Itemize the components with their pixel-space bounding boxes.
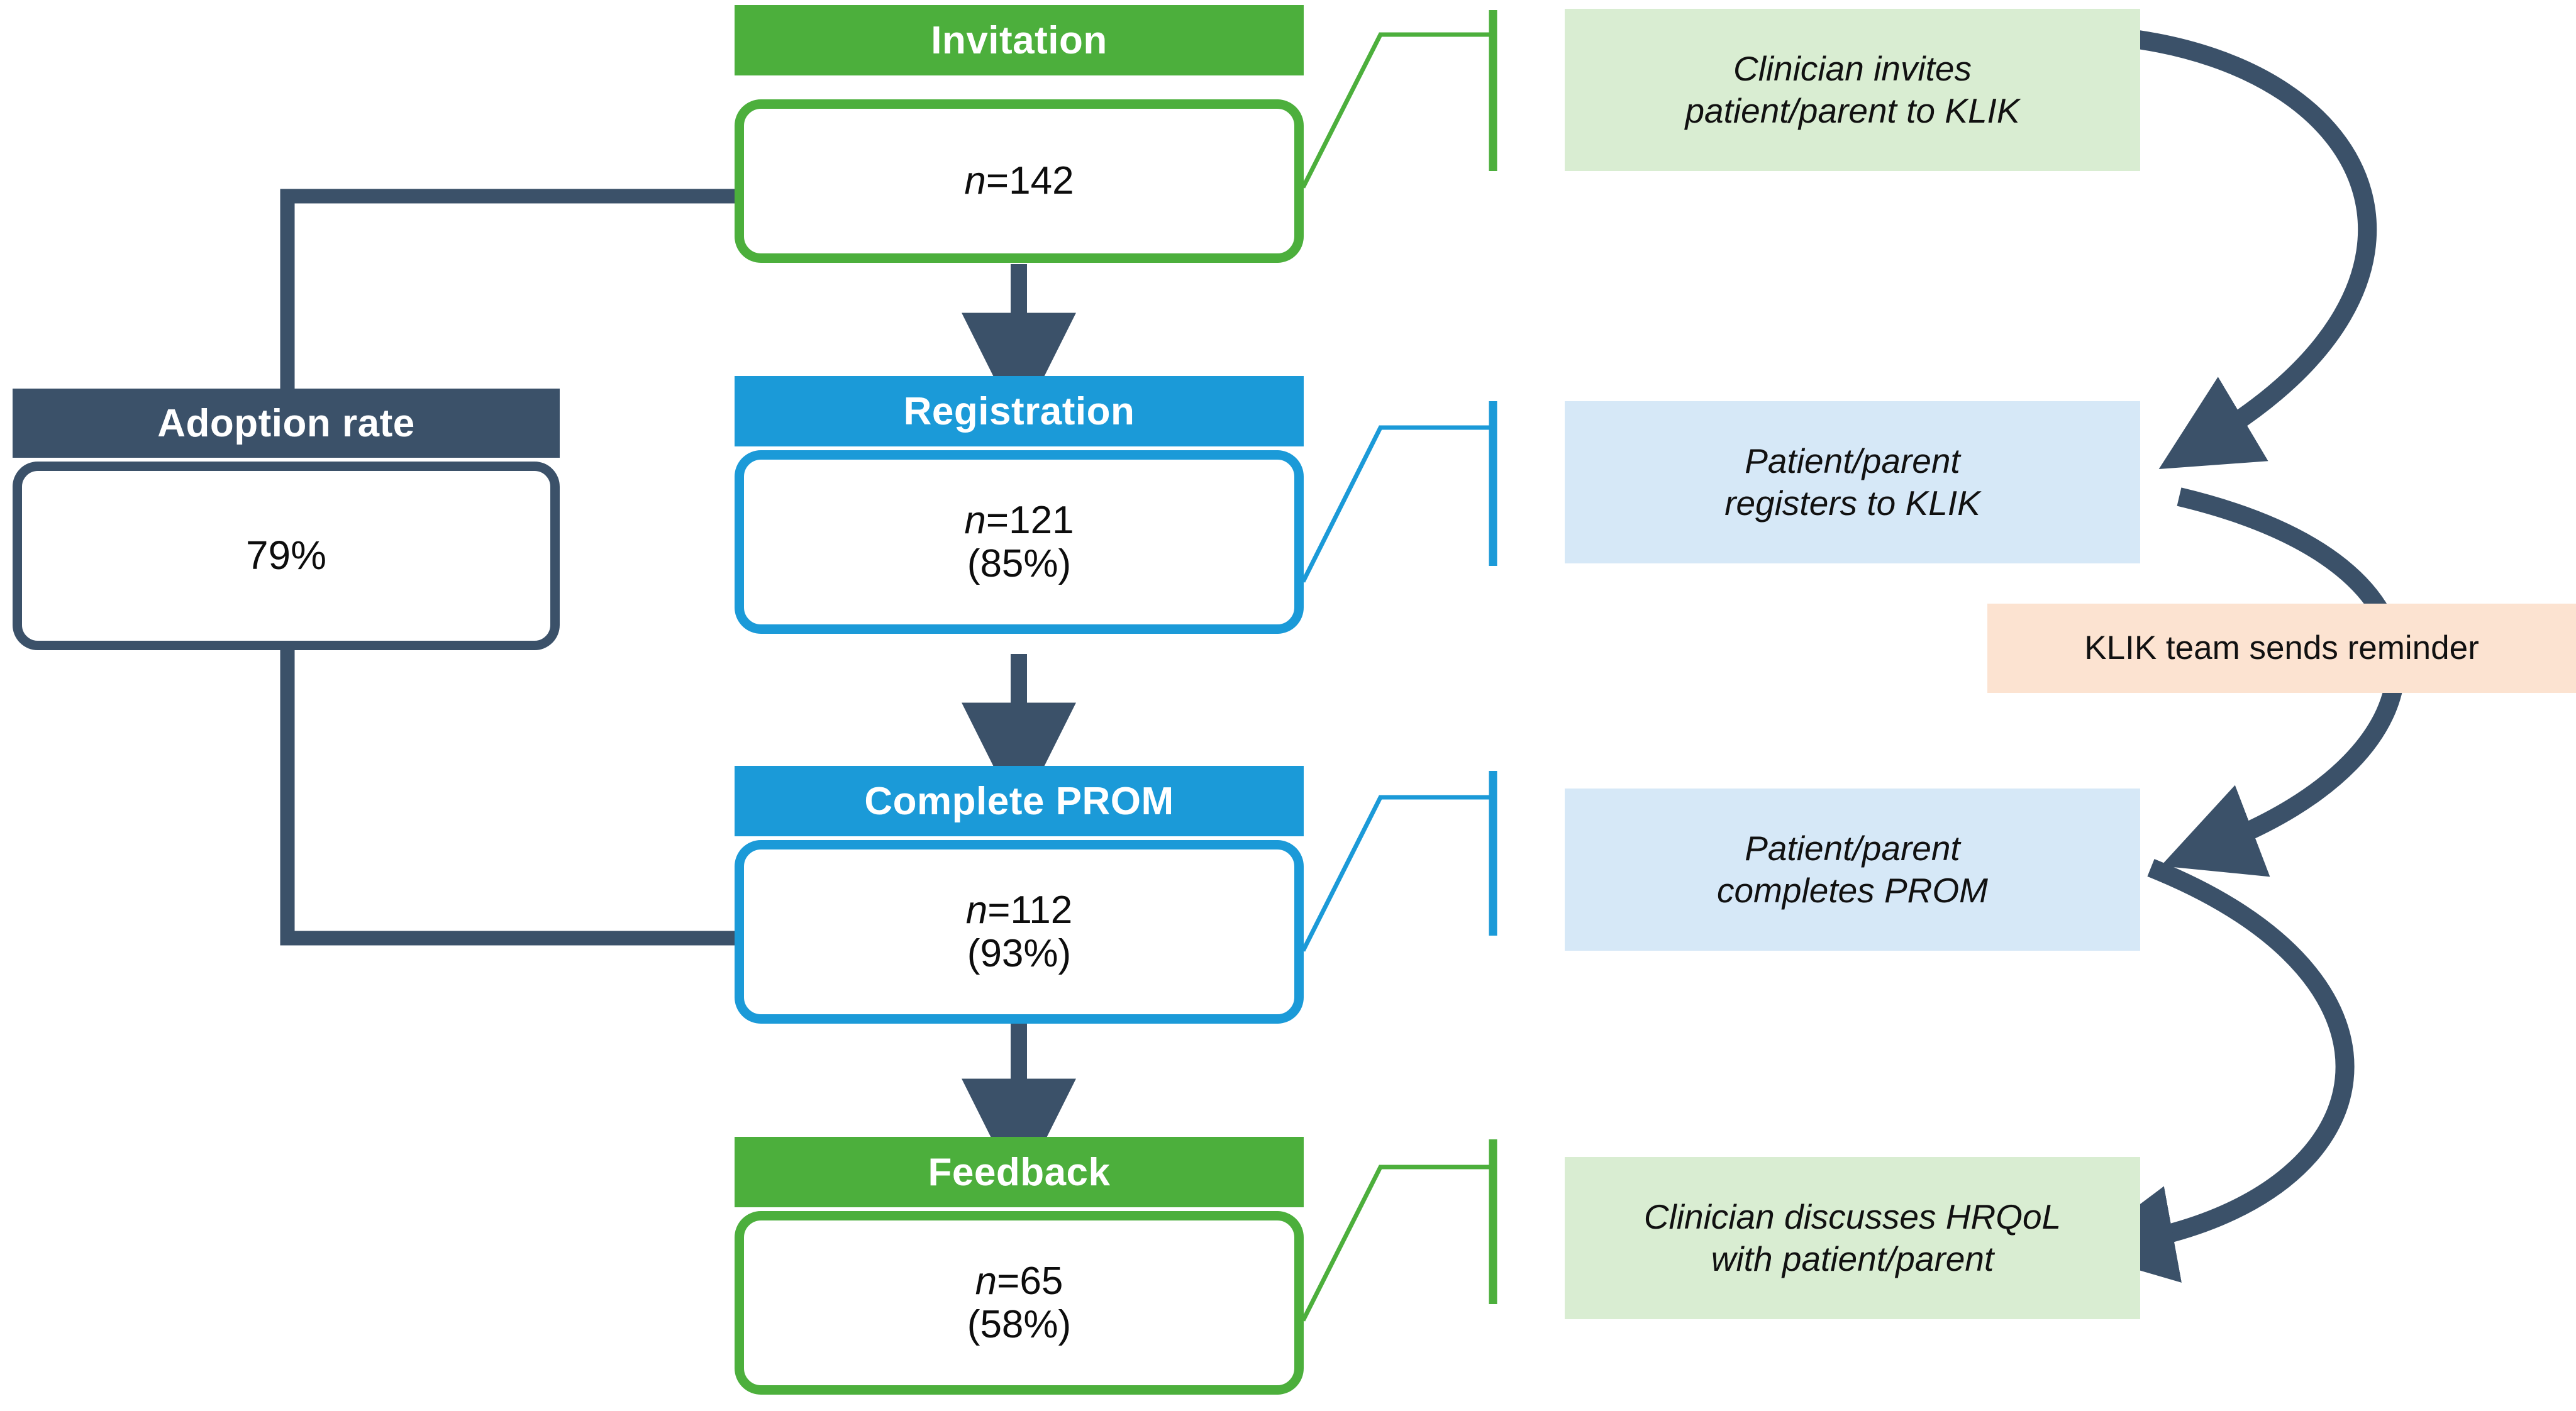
stage-feedback-n-italic: n xyxy=(975,1259,997,1303)
stage-feedback-count: n=65 xyxy=(975,1259,1063,1303)
stage-feedback-n-value: =65 xyxy=(997,1259,1063,1303)
stage-registration-header-label: Registration xyxy=(903,389,1135,433)
annotation-patient-registers-line2: registers to KLIK xyxy=(1724,484,1980,523)
annotation-patient-completes-line1: Patient/parent xyxy=(1745,828,1960,868)
stage-feedback: Feedback n=65 (58%) xyxy=(735,1137,1304,1411)
adoption-rate-body: 79% xyxy=(13,462,560,650)
stage-registration-header: Registration xyxy=(735,376,1304,446)
adoption-rate-value: 79% xyxy=(245,533,327,578)
stage-feedback-header: Feedback xyxy=(735,1137,1304,1207)
annotation-patient-completes-line2: completes PROM xyxy=(1717,871,1988,910)
stage-registration-body: n=121 (85%) xyxy=(735,450,1304,634)
annotation-clinician-discusses: Clinician discusses HRQoL with patient/p… xyxy=(1565,1157,2140,1319)
stage-complete-prom-pct: (93%) xyxy=(967,932,1072,975)
annotation-clinician-invites-line1: Clinician invites xyxy=(1733,48,1972,88)
stage-complete-prom-header-label: Complete PROM xyxy=(864,779,1174,823)
stage-feedback-pct: (58%) xyxy=(967,1303,1072,1346)
annotation-patient-completes: Patient/parent completes PROM xyxy=(1565,788,2140,951)
metric-adoption-rate: Adoption rate 79% xyxy=(13,389,560,653)
stage-invitation-header-label: Invitation xyxy=(931,18,1108,62)
stage-complete-prom-n-value: =112 xyxy=(987,888,1073,932)
adoption-rate-header-label: Adoption rate xyxy=(157,401,415,445)
stage-registration-pct: (85%) xyxy=(967,542,1072,585)
annotation-clinician-invites-line2: patient/parent to KLIK xyxy=(1685,91,2020,130)
annotation-clinician-discusses-line1: Clinician discusses HRQoL xyxy=(1643,1197,2062,1236)
stage-invitation-body: n=142 xyxy=(735,99,1304,263)
stage-invitation: Invitation n=142 xyxy=(735,5,1304,266)
stage-invitation-header: Invitation xyxy=(735,5,1304,75)
annotation-leader-lines xyxy=(1301,10,1497,1322)
stage-registration-n-italic: n xyxy=(964,498,986,542)
annotation-clinician-invites: Clinician invites patient/parent to KLIK xyxy=(1565,9,2140,171)
annotation-patient-registers: Patient/parent registers to KLIK xyxy=(1565,401,2140,563)
adoption-rate-header: Adoption rate xyxy=(13,389,560,458)
stage-invitation-n-value: =142 xyxy=(985,159,1074,203)
stage-feedback-body: n=65 (58%) xyxy=(735,1211,1304,1395)
stage-feedback-header-label: Feedback xyxy=(928,1150,1111,1194)
annotation-klik-reminder: KLIK team sends reminder xyxy=(1987,604,2576,693)
stage-complete-prom-header: Complete PROM xyxy=(735,766,1304,836)
stage-complete-prom-body: n=112 (93%) xyxy=(735,840,1304,1024)
stage-complete-prom: Complete PROM n=112 (93%) xyxy=(735,766,1304,1046)
stage-invitation-count: n=142 xyxy=(964,159,1074,202)
stage-registration: Registration n=121 (85%) xyxy=(735,376,1304,656)
annotation-klik-reminder-line1: KLIK team sends reminder xyxy=(2084,629,2479,667)
stage-registration-count: n=121 xyxy=(964,499,1074,542)
annotation-clinician-discusses-line2: with patient/parent xyxy=(1711,1239,1994,1278)
stage-invitation-n-italic: n xyxy=(964,159,986,203)
stage-registration-n-value: =121 xyxy=(985,498,1074,542)
stage-complete-prom-n-italic: n xyxy=(965,888,988,932)
annotation-patient-registers-line1: Patient/parent xyxy=(1745,441,1960,480)
stage-complete-prom-count: n=112 xyxy=(966,888,1073,932)
